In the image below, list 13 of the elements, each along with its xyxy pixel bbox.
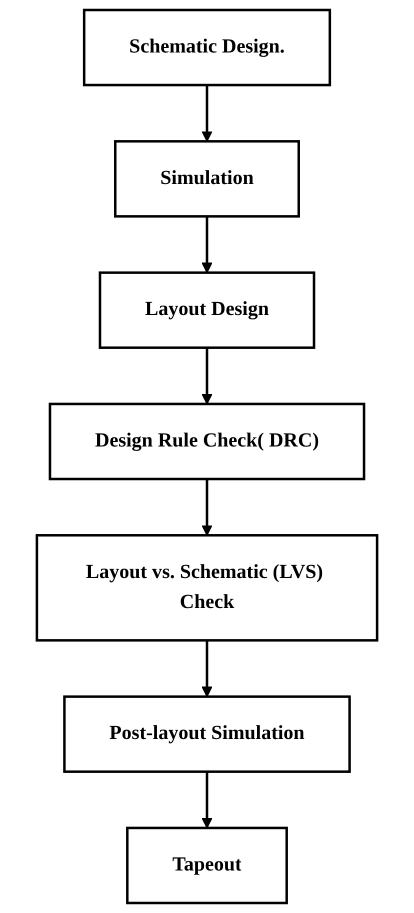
arrow: [202, 85, 212, 142]
arrow: [202, 348, 212, 404]
node-box: Schematic Design.: [82, 8, 332, 86]
arrow: [202, 640, 212, 698]
node-box: Layout Design: [98, 271, 316, 349]
arrow: [202, 479, 212, 536]
node-box: Design Rule Check( DRC): [48, 402, 366, 480]
arrow: [202, 772, 212, 828]
node-box: Simulation: [114, 140, 300, 218]
node-box: Post-layout Simulation: [63, 695, 351, 773]
node-box: Tapeout: [126, 826, 288, 904]
arrow: [202, 216, 212, 274]
node-box: Layout vs. Schematic (LVS) Check: [36, 534, 378, 642]
